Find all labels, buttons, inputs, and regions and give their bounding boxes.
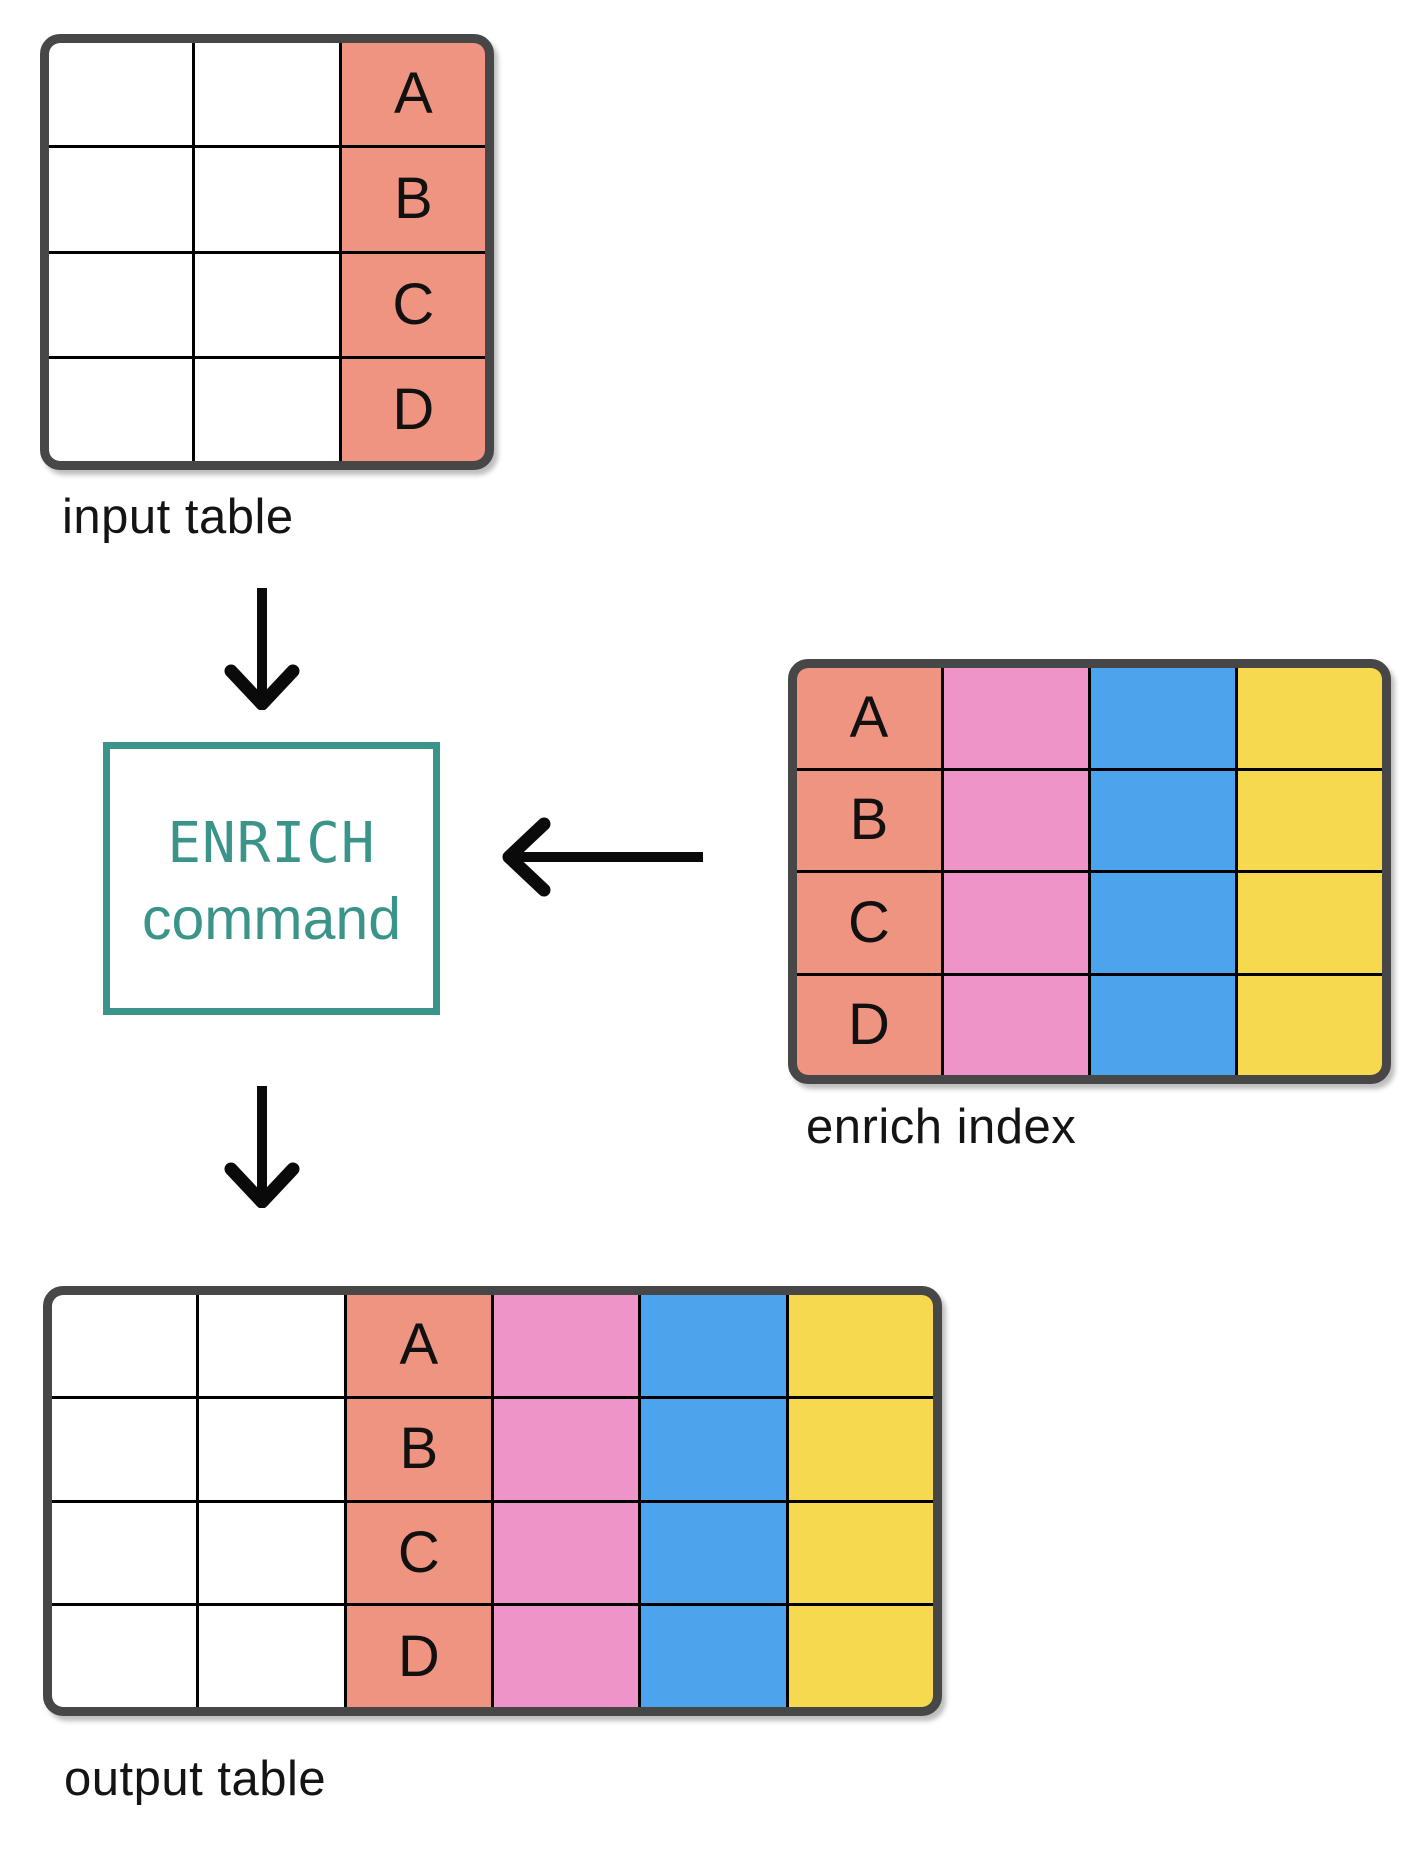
enrich-command-name: ENRICH [167, 811, 376, 877]
left-arrow-icon [502, 817, 703, 897]
cell-field-yellow [788, 1398, 933, 1500]
cell-blank [52, 1398, 197, 1500]
cell-field-yellow [1238, 873, 1382, 973]
cell-blank [52, 1295, 197, 1396]
cell-blank [49, 358, 193, 461]
enrich-command-word: command [141, 885, 402, 952]
cell-field-blue [641, 1398, 786, 1500]
cell-field-blue [641, 1295, 786, 1396]
cell-blank [195, 148, 339, 251]
cell-match-key: A [341, 43, 485, 146]
cell-field-blue [641, 1606, 786, 1707]
cell-match-key: B [797, 770, 941, 870]
cell-blank [195, 43, 339, 146]
cell-field-pink [493, 1295, 639, 1396]
cell-blank [199, 1398, 344, 1500]
cell-blank [195, 358, 339, 461]
cell-field-pink [493, 1606, 639, 1707]
enrich-index-label: enrich index [806, 1100, 1077, 1154]
cell-field-yellow [1238, 770, 1382, 870]
enrich-command-box: ENRICH command [103, 742, 440, 1015]
cell-field-blue [1091, 668, 1235, 768]
cell-field-pink [493, 1502, 639, 1604]
output-table-grid: A B C D [52, 1295, 933, 1707]
input-table: A B C D [40, 34, 494, 470]
cell-match-key: A [797, 668, 941, 768]
cell-blank [52, 1606, 197, 1707]
cell-match-key: D [341, 358, 485, 461]
cell-field-pink [944, 975, 1088, 1075]
cell-field-pink [944, 770, 1088, 870]
cell-field-yellow [788, 1295, 933, 1396]
cell-field-blue [1091, 873, 1235, 973]
cell-blank [49, 253, 193, 356]
cell-blank [195, 253, 339, 356]
cell-match-key: D [797, 975, 941, 1075]
cell-match-key: C [341, 253, 485, 356]
cell-field-blue [641, 1502, 786, 1604]
cell-blank [49, 43, 193, 146]
down-arrow-icon [224, 1086, 300, 1208]
cell-match-key: C [346, 1502, 491, 1604]
cell-match-key: B [341, 148, 485, 251]
cell-blank [199, 1502, 344, 1604]
cell-field-yellow [788, 1606, 933, 1707]
cell-field-blue [1091, 770, 1235, 870]
cell-blank [199, 1606, 344, 1707]
cell-field-blue [1091, 975, 1235, 1075]
output-table-label: output table [64, 1752, 327, 1806]
cell-field-pink [944, 873, 1088, 973]
cell-field-pink [493, 1398, 639, 1500]
cell-field-yellow [1238, 668, 1382, 768]
cell-match-key: A [346, 1295, 491, 1396]
cell-match-key: D [346, 1606, 491, 1707]
cell-field-pink [944, 668, 1088, 768]
down-arrow-icon [224, 588, 300, 710]
cell-field-yellow [788, 1502, 933, 1604]
cell-blank [49, 148, 193, 251]
cell-match-key: C [797, 873, 941, 973]
cell-match-key: B [346, 1398, 491, 1500]
input-table-label: input table [62, 490, 294, 544]
cell-blank [199, 1295, 344, 1396]
input-table-grid: A B C D [49, 43, 485, 461]
enrich-index-table: A B C D [788, 659, 1391, 1084]
output-table: A B C D [43, 1286, 942, 1716]
cell-blank [52, 1502, 197, 1604]
enrich-index-grid: A B C D [797, 668, 1382, 1075]
cell-field-yellow [1238, 975, 1382, 1075]
